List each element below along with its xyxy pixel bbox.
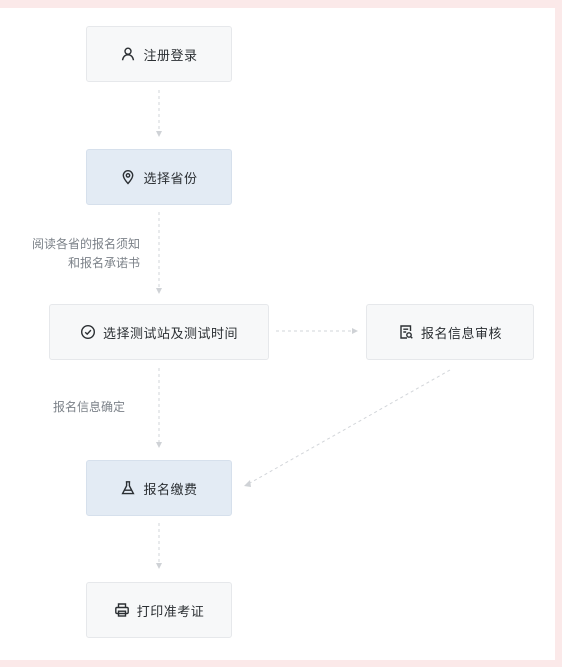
document-search-icon — [398, 324, 414, 340]
arrowhead-payment-print — [156, 563, 162, 569]
node-test-site[interactable]: 选择测试站及测试时间 — [49, 304, 269, 360]
node-review[interactable]: 报名信息审核 — [366, 304, 534, 360]
edge-label-read-notice: 阅读各省的报名须知 和报名承诺书 — [4, 235, 140, 273]
node-payment[interactable]: 报名缴费 — [86, 460, 232, 516]
flask-icon — [120, 480, 136, 496]
arrowhead-register-province — [156, 131, 162, 137]
node-province-label: 选择省份 — [143, 171, 198, 187]
printer-icon — [114, 602, 130, 618]
node-payment-label: 报名缴费 — [143, 482, 198, 498]
node-register[interactable]: 注册登录 — [86, 26, 232, 82]
arrowhead-testsite-review — [352, 328, 358, 334]
node-print-label: 打印准考证 — [136, 604, 205, 620]
user-icon — [120, 46, 136, 62]
node-province[interactable]: 选择省份 — [86, 149, 232, 205]
node-print[interactable]: 打印准考证 — [86, 582, 232, 638]
edge-label-confirm-info: 报名信息确定 — [53, 400, 126, 414]
connector-review-payment — [249, 369, 451, 484]
node-review-label: 报名信息审核 — [420, 326, 502, 342]
location-pin-icon — [120, 169, 136, 185]
arrowhead-testsite-payment — [156, 442, 162, 448]
node-register-label: 注册登录 — [143, 48, 198, 64]
arrowhead-review-payment — [244, 480, 251, 487]
edge-label-read-notice-line2: 和报名承诺书 — [67, 256, 140, 270]
node-test-site-label: 选择测试站及测试时间 — [102, 326, 238, 342]
edge-label-read-notice-line1: 阅读各省的报名须知 — [31, 237, 140, 251]
arrowhead-province-testsite — [156, 288, 162, 294]
check-circle-icon — [80, 324, 96, 340]
